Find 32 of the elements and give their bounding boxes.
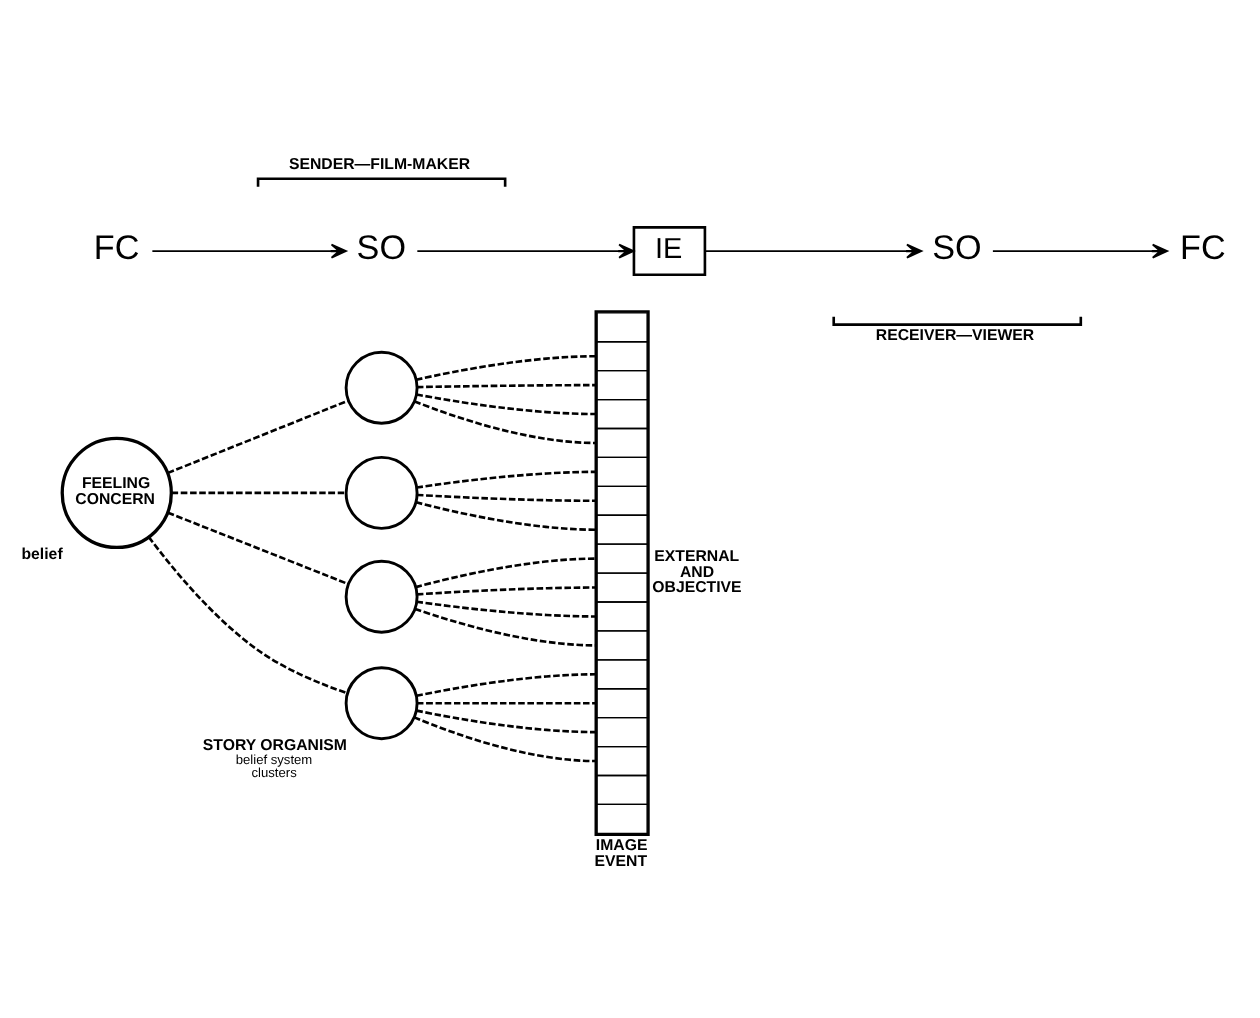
node-circle	[344, 455, 419, 529]
node-text: SO	[356, 228, 406, 267]
connector	[414, 399, 596, 444]
arrow	[991, 242, 1169, 258]
connector	[413, 715, 596, 762]
node-circle	[344, 665, 419, 740]
node-text: FC	[93, 228, 140, 267]
connector	[417, 382, 596, 388]
connector	[415, 353, 596, 380]
connector	[416, 392, 596, 415]
connector	[167, 510, 349, 585]
connector	[417, 492, 596, 502]
connector	[416, 708, 596, 733]
connector	[147, 535, 348, 694]
connector	[415, 556, 596, 588]
connector	[415, 500, 596, 531]
connector	[171, 490, 346, 494]
connector	[417, 700, 596, 704]
node-box: IE	[632, 225, 707, 276]
connector	[414, 606, 596, 646]
node-text: FC	[1180, 228, 1226, 267]
connector	[416, 469, 596, 488]
connector	[416, 671, 596, 697]
node-circle	[344, 349, 419, 424]
arrow	[416, 242, 635, 258]
arrow	[151, 242, 347, 258]
connector	[417, 585, 596, 595]
node-circle	[344, 558, 419, 633]
connector	[416, 599, 596, 617]
connector	[167, 398, 349, 474]
node-text: SO	[932, 228, 982, 267]
arrow	[704, 242, 923, 258]
